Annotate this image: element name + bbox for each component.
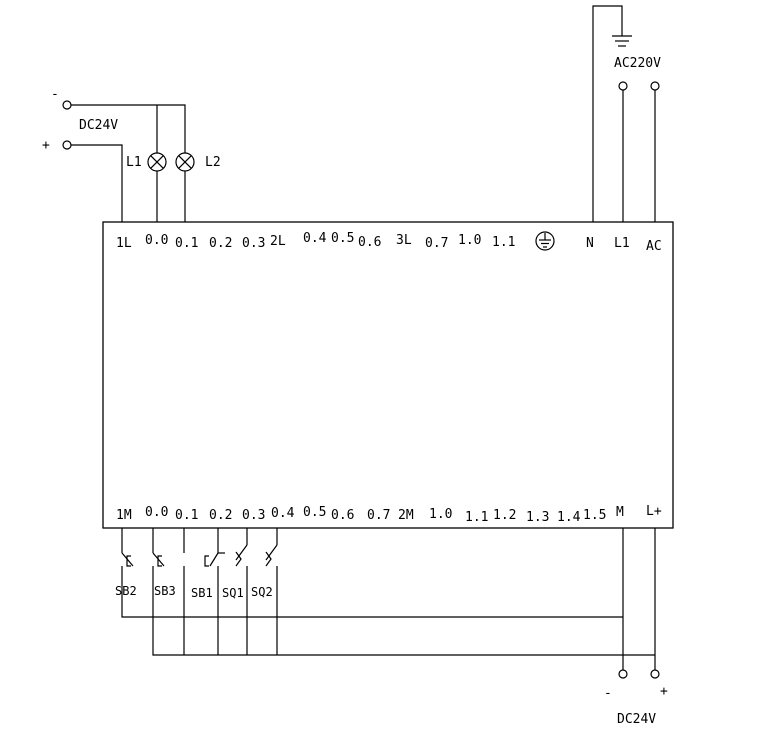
top-terminal-0.0: 0.0 <box>145 233 168 248</box>
switch-sb3-label: SB3 <box>154 584 176 598</box>
switch-sq2-label: SQ2 <box>251 585 273 599</box>
bottom-terminal-0.0: 0.0 <box>145 505 168 520</box>
top-terminal-0.4: 0.4 <box>303 231 327 246</box>
bottom-terminal-0.3: 0.3 <box>242 508 265 523</box>
top-terminal-0.1: 0.1 <box>175 236 198 251</box>
lamp-l1-label: L1 <box>126 155 142 170</box>
ac-neutral-wire <box>592 5 623 222</box>
limit-switch-sq1-icon <box>235 544 248 567</box>
bottom-terminal-1.5: 1.5 <box>583 508 606 523</box>
top-terminal-AC: AC <box>646 239 662 254</box>
bottom-terminal-0.7: 0.7 <box>367 508 390 523</box>
bottom-terminal-1.1: 1.1 <box>465 510 488 525</box>
input-circuit: SB2 SB3 SB1 SQ1 SQ2 - + DC24V <box>115 528 668 727</box>
bottom-terminal-1.4: 1.4 <box>557 510 581 525</box>
bottom-terminal-0.6: 0.6 <box>331 508 354 523</box>
input-supply-plus-terminal <box>650 669 660 679</box>
lamp-l1-icon <box>147 152 167 172</box>
input-supply-minus-terminal <box>618 669 628 679</box>
bottom-terminal-0.4: 0.4 <box>271 506 295 521</box>
output-circuit: - + DC24V L1 L2 <box>42 87 221 222</box>
switch-sb1-label: SB1 <box>191 586 213 600</box>
top-terminal-2L: 2L <box>270 234 286 249</box>
top-terminal-N: N <box>586 236 594 251</box>
top-terminal-0.7: 0.7 <box>425 236 448 251</box>
bottom-terminal-1.2: 1.2 <box>493 508 516 523</box>
output-supply-label: DC24V <box>79 118 118 133</box>
bottom-terminal-1.0: 1.0 <box>429 507 452 522</box>
ac-supply-l-terminal <box>618 81 628 91</box>
pushbutton-sb2-icon <box>121 552 134 567</box>
output-supply-plus-terminal <box>62 140 72 150</box>
top-terminal-1.1: 1.1 <box>492 235 515 250</box>
ac-supply-n-terminal <box>650 81 660 91</box>
switch-sb2-label: SB2 <box>115 584 137 598</box>
bottom-terminal-0.2: 0.2 <box>209 508 232 523</box>
earth-terminal-icon <box>535 231 555 251</box>
plc-body <box>102 221 674 529</box>
pushbutton-sb1-icon <box>204 552 225 567</box>
top-terminal-3L: 3L <box>396 233 412 248</box>
bottom-terminal-M: M <box>616 505 624 520</box>
ground-icon <box>612 35 632 47</box>
top-terminal-1.0: 1.0 <box>458 233 481 248</box>
output-common-1L-wire <box>71 144 123 222</box>
top-terminal-0.5: 0.5 <box>331 231 354 246</box>
input-supply-plus: + <box>660 684 668 699</box>
input-common-1M-bus <box>121 566 623 618</box>
output-supply-minus-terminal <box>62 100 72 110</box>
lamp-l2-label: L2 <box>205 155 221 170</box>
switch-sq1-label: SQ1 <box>222 586 244 600</box>
bottom-terminal-strip: 1M 0.0 0.1 0.2 0.3 0.4 0.5 0.6 0.7 2M 1.… <box>116 504 662 525</box>
top-terminal-1L: 1L <box>116 236 132 251</box>
top-terminal-0.6: 0.6 <box>358 235 381 250</box>
bottom-terminal-0.1: 0.1 <box>175 508 198 523</box>
output-supply-minus: - <box>51 87 59 102</box>
ac-supply-label: AC220V <box>614 56 661 71</box>
bottom-terminal-L+: L+ <box>646 504 662 519</box>
lamp-common-wire <box>71 104 186 153</box>
bottom-terminal-1.3: 1.3 <box>526 510 549 525</box>
output-supply-plus: + <box>42 138 50 153</box>
ac-supply-circuit: AC220V <box>592 5 661 222</box>
input-common-plus-bus <box>152 566 655 656</box>
limit-switch-sq2-icon <box>265 544 278 567</box>
input-supply-label: DC24V <box>617 712 656 727</box>
top-terminal-0.3: 0.3 <box>242 236 265 251</box>
bottom-terminal-1M: 1M <box>116 508 132 523</box>
lamp-l2-icon <box>175 152 195 172</box>
input-supply-minus: - <box>604 686 612 701</box>
top-terminal-strip: 1L 0.0 0.1 0.2 0.3 2L 0.4 0.5 0.6 3L 0.7… <box>116 231 662 254</box>
bottom-terminal-0.5: 0.5 <box>303 505 326 520</box>
top-terminal-L1: L1 <box>614 236 630 251</box>
bottom-terminal-2M: 2M <box>398 508 414 523</box>
pushbutton-sb3-icon <box>152 552 165 567</box>
top-terminal-0.2: 0.2 <box>209 236 232 251</box>
